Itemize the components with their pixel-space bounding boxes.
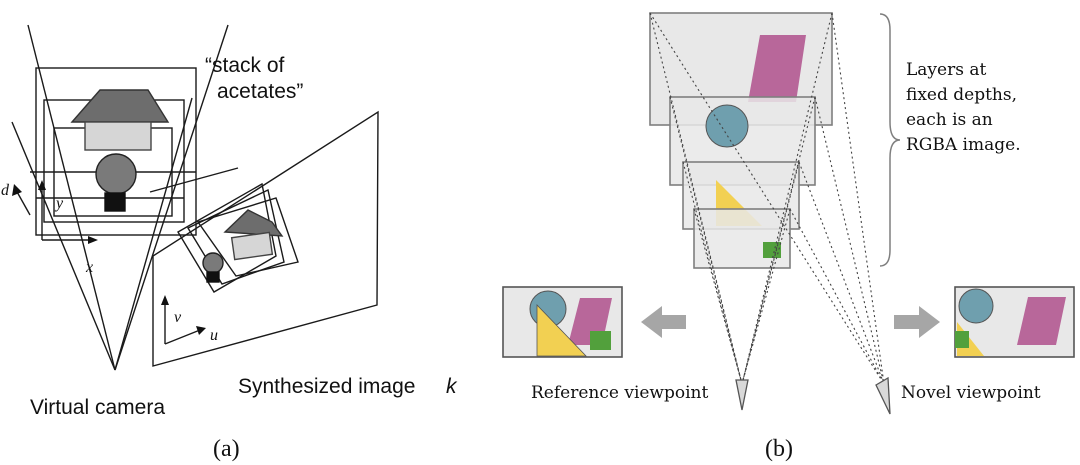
tree-crown <box>95 153 137 195</box>
image-label-k: k <box>446 375 458 398</box>
reference-view-square <box>590 331 611 350</box>
axis-u-arrow <box>196 326 206 335</box>
reference-camera-icon <box>735 379 749 411</box>
novel-view-square <box>955 331 969 348</box>
axis-u-label: u <box>210 327 218 344</box>
panel-b <box>502 12 1075 415</box>
panel-a <box>11 24 379 371</box>
synthesized-image-plane <box>152 110 379 367</box>
axis-d-arrow <box>12 184 22 196</box>
layers-text-line1: Layers at <box>906 60 986 80</box>
left-arrow-icon <box>641 306 686 338</box>
pink-parallelogram-layer <box>748 35 806 102</box>
axis-u-line <box>164 329 201 345</box>
tree-trunk <box>104 192 126 212</box>
caption-b: (b) <box>765 436 793 462</box>
reference-view-triangle <box>536 304 587 357</box>
projection-line <box>149 167 239 193</box>
acetate-layer <box>35 67 197 236</box>
novel-rays <box>649 12 885 385</box>
axis-y-label: y <box>54 195 64 212</box>
stack-label-line2: acetates” <box>217 80 303 103</box>
axis-v-arrow <box>161 295 169 305</box>
axis-d-line <box>15 189 31 216</box>
axis-v-label: v <box>174 309 182 326</box>
layers-text-line2: fixed depths, <box>906 85 1017 105</box>
reference-viewpoint-label: Reference viewpoint <box>531 383 708 403</box>
axis-x-arrow <box>88 236 98 244</box>
caption-a: (a) <box>213 436 240 462</box>
warped-tree-crown <box>202 252 224 274</box>
axis-x-label: x <box>85 259 93 276</box>
image-label: Synthesized image <box>238 375 415 398</box>
frustum-line <box>11 121 116 371</box>
layers-text-line4: RGBA image. <box>906 135 1021 155</box>
warped-layer <box>177 182 277 293</box>
axis-y-arrow <box>38 180 46 190</box>
frustum-line <box>114 97 193 371</box>
warped-wall <box>230 231 274 261</box>
warped-layer <box>196 197 299 277</box>
axis-d-label: d <box>1 182 10 199</box>
layers-text-line3: each is an <box>906 110 993 130</box>
warped-tree-trunk <box>206 271 220 283</box>
novel-view-circle <box>958 288 994 324</box>
stack-label-line1: “stack of <box>205 54 285 77</box>
layers-brace <box>879 13 901 267</box>
camera-label: Virtual camera <box>30 396 165 419</box>
green-square-layer <box>763 242 781 258</box>
house-roof <box>70 89 170 123</box>
reference-rays <box>649 12 833 385</box>
novel-viewpoint-label: Novel viewpoint <box>901 383 1041 403</box>
right-arrow-icon <box>894 306 940 338</box>
novel-view-parallelogram <box>1017 297 1066 345</box>
teal-circle-layer <box>705 104 749 148</box>
house-wall <box>84 121 152 151</box>
novel-camera-icon <box>875 376 891 415</box>
